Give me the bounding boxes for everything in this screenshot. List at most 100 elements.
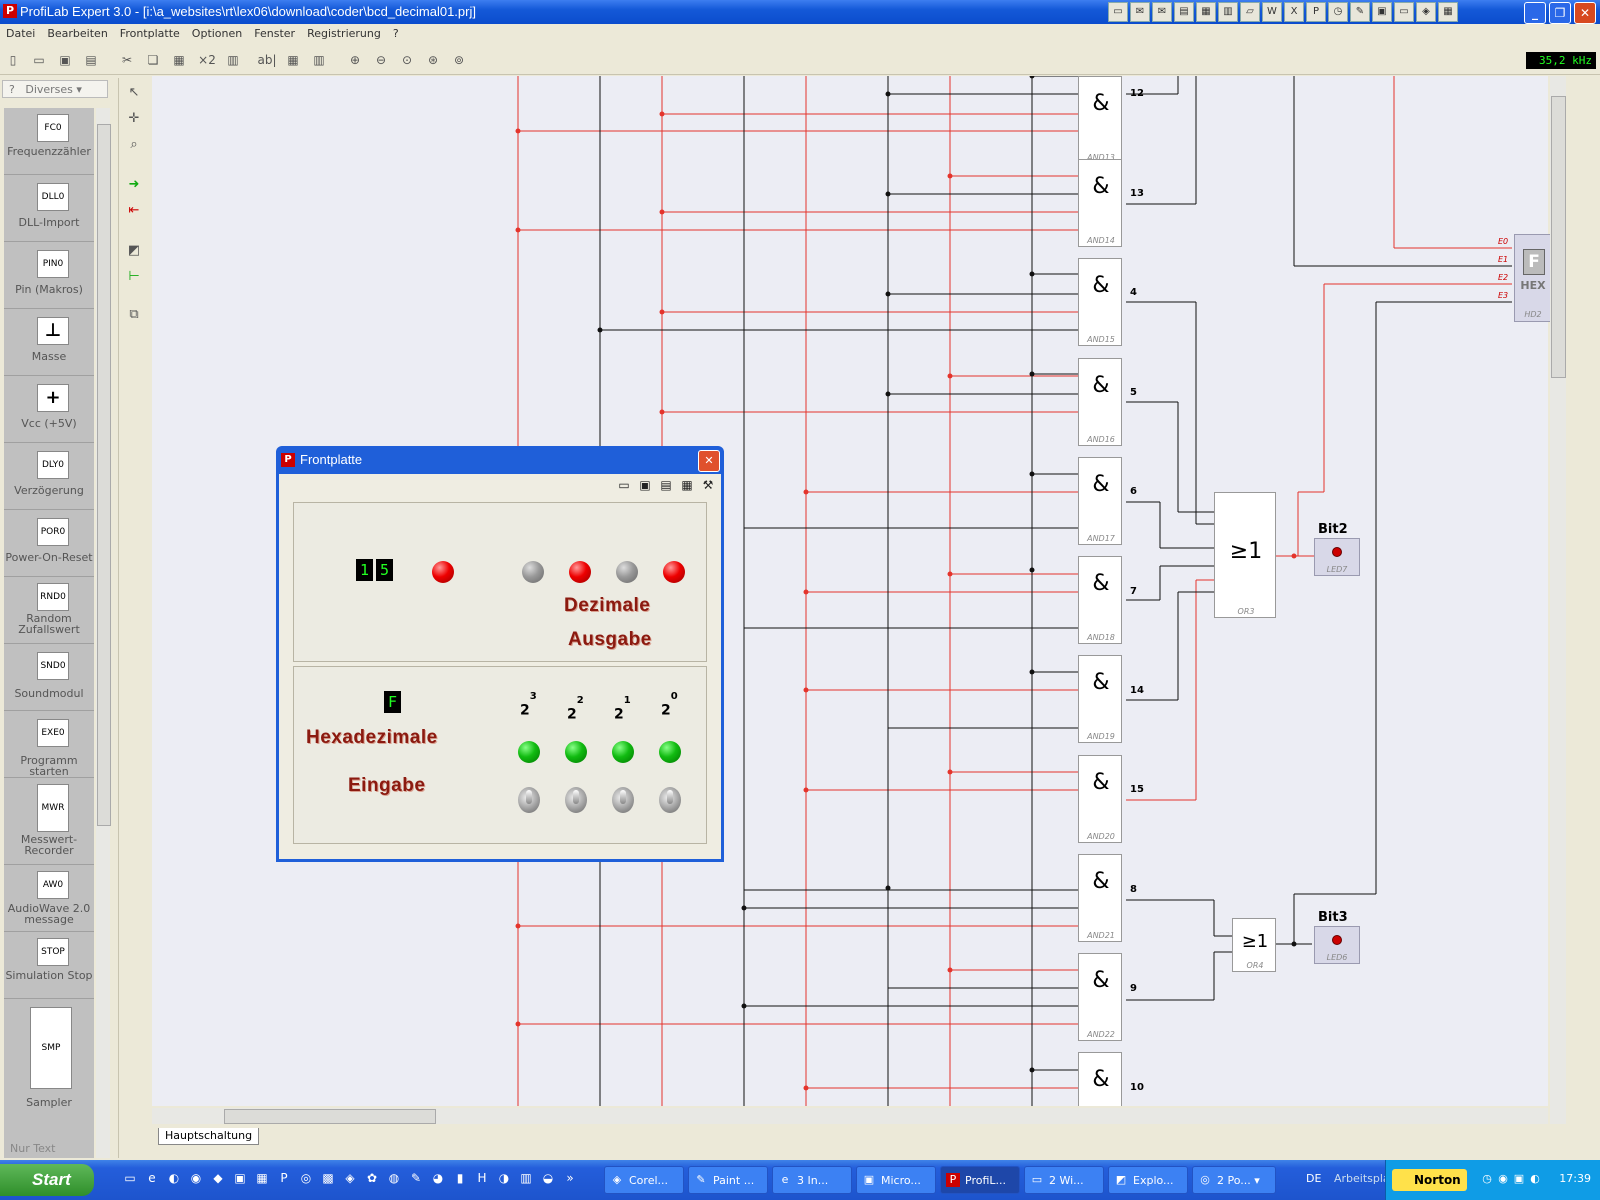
quicklaunch-icon[interactable]: ◎ xyxy=(300,1171,312,1185)
new-file-icon[interactable]: ▯ xyxy=(9,53,17,67)
grid-icon[interactable]: ▦ xyxy=(287,53,299,67)
frontpanel-icon[interactable]: ⧉ xyxy=(129,307,139,322)
quicklaunch-icon[interactable]: ◒ xyxy=(542,1171,554,1185)
calc-icon[interactable]: ▦ xyxy=(1438,2,1458,22)
quicklaunch-icon[interactable]: ◈ xyxy=(345,1171,355,1185)
desktop-icon[interactable]: ▭ xyxy=(124,1171,136,1185)
menu-optionen[interactable]: Optionen xyxy=(191,27,243,40)
quicklaunch-icon[interactable]: ▦ xyxy=(256,1171,268,1185)
and-gate[interactable]: &AND20 xyxy=(1078,755,1122,843)
toggle-switch-8[interactable] xyxy=(518,787,540,813)
chevron-right-icon[interactable]: » xyxy=(566,1171,574,1185)
hex-display-component[interactable]: F HEX HD2 xyxy=(1514,234,1552,322)
open-icon[interactable]: ▭ xyxy=(618,478,630,492)
zoom-out-icon[interactable]: ⊖ xyxy=(375,53,387,67)
volume-icon[interactable]: ◐ xyxy=(1530,1172,1540,1185)
menu-datei[interactable]: Datei xyxy=(6,27,36,40)
and-gate[interactable]: &AND21 xyxy=(1078,854,1122,942)
zoom-page-icon[interactable]: ⊚ xyxy=(453,53,465,67)
and-gate[interactable]: & xyxy=(1078,1052,1122,1106)
pointer-icon[interactable]: ↖ xyxy=(128,85,140,100)
palette-item[interactable]: AW0 AudioWave 2.0 message xyxy=(4,865,94,932)
pin-icon[interactable]: ⊢ xyxy=(128,269,140,284)
mail-icon[interactable]: ✉ xyxy=(1130,2,1150,22)
quicklaunch-icon[interactable]: ◍ xyxy=(388,1171,400,1185)
vpn-icon[interactable]: ◈ xyxy=(1416,2,1436,22)
paste-icon[interactable]: ▦ xyxy=(173,53,185,67)
and-gate[interactable]: &AND13 xyxy=(1078,76,1122,164)
palette-category-select[interactable]: ? Diverses ▾ xyxy=(2,80,108,98)
start-button[interactable]: Start xyxy=(0,1164,94,1196)
language-indicator[interactable]: DE xyxy=(1306,1172,1322,1185)
menu-bearbeiten[interactable]: Bearbeiten xyxy=(47,27,108,40)
monitor-icon[interactable]: ▭ xyxy=(1394,2,1414,22)
quicklaunch-icon[interactable]: ▩ xyxy=(322,1171,334,1185)
palette-item[interactable]: ⊥ Masse xyxy=(4,309,94,376)
open-folder-icon[interactable]: ▭ xyxy=(33,53,45,67)
clock-icon[interactable]: ◷ xyxy=(1328,2,1348,22)
tray-icon[interactable]: ▣ xyxy=(1513,1172,1525,1185)
save-icon[interactable]: ▣ xyxy=(639,478,651,492)
pen-icon[interactable]: ✎ xyxy=(1350,2,1370,22)
quicklaunch-icon[interactable]: ◑ xyxy=(498,1171,510,1185)
and-gate[interactable]: &AND22 xyxy=(1078,953,1122,1041)
note-icon[interactable]: ▱ xyxy=(1240,2,1260,22)
minimize-button[interactable]: _ xyxy=(1524,2,1546,24)
zoom-fit-icon[interactable]: ⊙ xyxy=(401,53,413,67)
toggle-switch-1[interactable] xyxy=(659,787,681,813)
palette-item[interactable]: DLL0 DLL-Import xyxy=(4,175,94,242)
delete-icon[interactable]: ▥ xyxy=(227,53,239,67)
zoom-all-icon[interactable]: ⊛ xyxy=(427,53,439,67)
zoom-in-icon[interactable]: ⊕ xyxy=(349,53,361,67)
palette-item[interactable]: DLY0 Verzögerung xyxy=(4,443,94,510)
hilo-icon[interactable]: ◩ xyxy=(127,243,141,258)
toggle-switch-2[interactable] xyxy=(612,787,634,813)
duplicate-icon[interactable]: ×2 xyxy=(198,53,216,67)
tray-icon[interactable]: ◉ xyxy=(1498,1172,1508,1185)
palette-item[interactable]: MWR Messwert-Recorder xyxy=(4,778,94,865)
paste-icon[interactable]: ▦ xyxy=(681,478,693,492)
tray-icon[interactable]: ◷ xyxy=(1482,1172,1492,1185)
frontpanel-close-button[interactable]: ✕ xyxy=(698,450,720,472)
palette-scrollbar[interactable] xyxy=(96,108,111,1158)
palette-scroll-thumb[interactable] xyxy=(97,124,111,826)
toggle-switch-4[interactable] xyxy=(565,787,587,813)
magnifier-icon[interactable]: ⌕ xyxy=(130,137,138,152)
task-button[interactable]: ◈Corel... xyxy=(604,1166,684,1194)
run-arrow-icon[interactable]: ➜ xyxy=(128,177,140,192)
menu-fenster[interactable]: Fenster xyxy=(254,27,296,40)
palette-item[interactable]: STOP Simulation Stop xyxy=(4,932,94,999)
close-button[interactable]: ✕ xyxy=(1574,2,1596,24)
h-scroll-thumb[interactable] xyxy=(224,1109,436,1124)
quicklaunch-icon[interactable]: P xyxy=(280,1171,288,1185)
sheet-tab-main[interactable]: Hauptschaltung xyxy=(158,1128,260,1145)
led-component[interactable]: LED7 xyxy=(1314,538,1360,576)
save-icon[interactable]: ▣ xyxy=(59,53,71,67)
workspace-label[interactable]: Arbeitsplatz xyxy=(1334,1172,1400,1185)
task-button[interactable]: ✎Paint ... xyxy=(688,1166,768,1194)
palette-item[interactable]: SND0 Soundmodul xyxy=(4,644,94,711)
palette-item[interactable]: PIN0 Pin (Makros) xyxy=(4,242,94,309)
and-gate[interactable]: &AND14 xyxy=(1078,159,1122,247)
word-icon[interactable]: W xyxy=(1262,2,1282,22)
ppt-icon[interactable]: P xyxy=(1306,2,1326,22)
quicklaunch-icon[interactable]: ▮ xyxy=(456,1171,464,1185)
horizontal-scrollbar[interactable] xyxy=(152,1108,1548,1124)
quicklaunch-icon[interactable]: ◐ xyxy=(168,1171,180,1185)
quicklaunch-icon[interactable]: ◆ xyxy=(213,1171,223,1185)
copy-icon[interactable]: ❏ xyxy=(147,53,159,67)
quicklaunch-icon[interactable]: ▥ xyxy=(520,1171,532,1185)
excel-icon[interactable]: X xyxy=(1284,2,1304,22)
app-icon2[interactable]: ▣ xyxy=(1372,2,1392,22)
table-icon[interactable]: ▥ xyxy=(313,53,325,67)
print-icon[interactable]: ▤ xyxy=(660,478,672,492)
task-button[interactable]: ▭2 Wi... xyxy=(1024,1166,1104,1194)
folder-icon[interactable]: ▭ xyxy=(1108,2,1128,22)
card-icon[interactable]: ▦ xyxy=(1196,2,1216,22)
text-tool-icon[interactable]: ab| xyxy=(257,53,277,67)
ie-icon[interactable]: e xyxy=(148,1171,156,1185)
and-gate[interactable]: &AND19 xyxy=(1078,655,1122,743)
